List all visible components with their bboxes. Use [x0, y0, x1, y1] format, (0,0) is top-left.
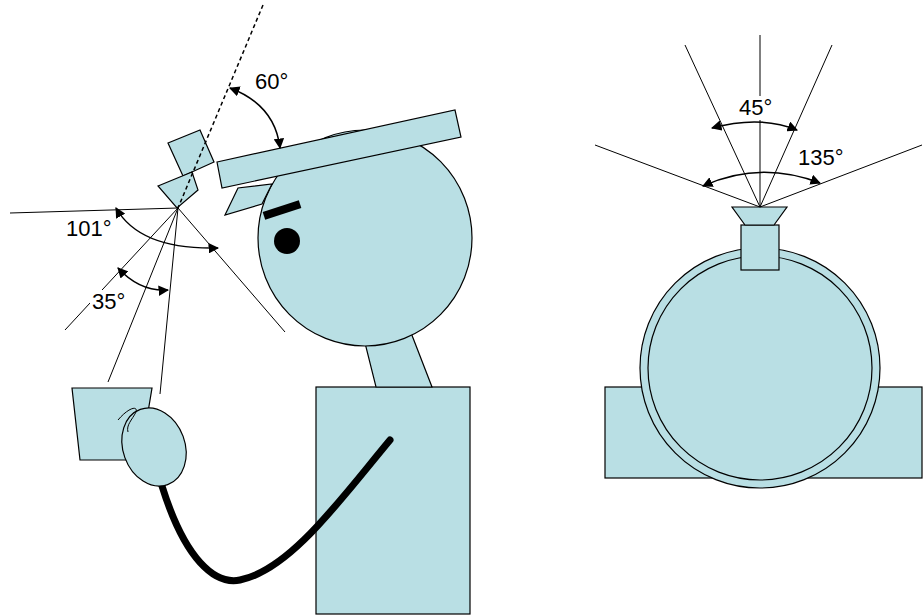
eye — [274, 228, 300, 254]
camera-body — [741, 225, 779, 270]
angle-arc — [712, 122, 797, 130]
angle-arc — [116, 208, 218, 248]
headband — [217, 110, 461, 188]
cap-visor — [225, 184, 272, 215]
angle-label: 135° — [796, 146, 846, 170]
finger-line — [118, 408, 136, 432]
angle-arc — [703, 172, 820, 186]
view-line — [760, 145, 922, 207]
headband-ring — [648, 256, 872, 480]
camera-lens — [158, 172, 198, 208]
eyebrow — [263, 200, 302, 219]
angle-label: 60° — [253, 70, 290, 94]
angle-arc — [230, 88, 280, 148]
head-top — [640, 248, 880, 488]
camera-lens — [732, 207, 787, 225]
view-line — [178, 208, 285, 332]
angle-label: 45° — [737, 96, 774, 120]
view-line — [160, 208, 178, 394]
view-line — [65, 208, 178, 330]
angle-label: 35° — [90, 290, 127, 314]
hand — [111, 399, 197, 495]
cable — [162, 440, 390, 581]
camera-axis — [178, 5, 263, 208]
view-line — [760, 35, 761, 207]
angle-label: 101° — [64, 217, 114, 241]
view-line — [10, 208, 178, 213]
view-line — [760, 45, 832, 207]
angle-arc — [118, 268, 168, 290]
